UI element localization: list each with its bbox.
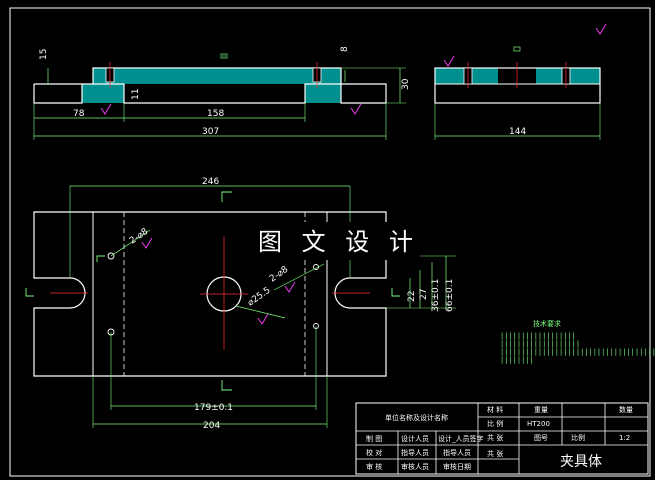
- dim-27: 27: [419, 289, 429, 300]
- plan-pin-hole: [107, 252, 115, 260]
- tb-role-2: 校 对: [366, 448, 382, 457]
- section-mark-top: [221, 191, 232, 202]
- front-left-boss-hatch: [82, 84, 124, 103]
- roughness-symbol: [350, 103, 362, 115]
- roughness-symbol: [100, 103, 112, 115]
- plan-view: 246 179±0.1 204 2-⌀8 2-⌀8 ⌀25.5 22 27 36…: [25, 177, 456, 431]
- roughness-symbol-general: [595, 23, 607, 35]
- notes-line: |||||||||||||||||||: [500, 340, 580, 348]
- dim-246: 246: [202, 177, 219, 187]
- watermark-bg: [240, 222, 420, 260]
- dim-22: 22: [407, 291, 417, 302]
- dim-307: 307: [202, 127, 219, 137]
- tb-role-3: 审 核: [366, 462, 382, 471]
- dim-66: 66±0.1: [445, 279, 455, 312]
- side-outline: [434, 67, 601, 104]
- tb-scale-label-2: 比例: [571, 433, 585, 442]
- tb-material-label: 材 料: [487, 405, 503, 414]
- tb-part-name: 夹具体: [560, 454, 602, 470]
- dim-2-8-a: 2-⌀8: [128, 227, 150, 247]
- drawing-frame: [9, 7, 651, 477]
- dim-204: 204: [203, 421, 220, 431]
- tb-check-name: 审核日期: [443, 462, 471, 471]
- tb-scale-label: 比 例: [487, 419, 503, 428]
- roughness-symbol: [284, 281, 296, 293]
- leader-2-8-a: [110, 229, 151, 257]
- front-top-datum: [220, 53, 228, 59]
- dim-158: 158: [207, 109, 224, 119]
- notes-line: ||||||||||||||||||: [500, 332, 576, 340]
- dim-11: 11: [131, 89, 141, 100]
- dim-8: 8: [340, 46, 350, 52]
- notes-title: 技术要求: [533, 319, 561, 328]
- tb-weight-label: 重量: [534, 406, 548, 414]
- tb-sheet: 共 张: [487, 449, 503, 458]
- dim-15: 15: [39, 49, 49, 60]
- leader-hole: [235, 305, 286, 319]
- leader-2-8-b: [273, 263, 325, 291]
- section-mark-bottom: [221, 380, 232, 391]
- tb-designer-name: 设计_人员签字: [438, 434, 484, 443]
- roughness-symbol: [443, 55, 455, 67]
- watermark: 图 文 设 计: [258, 228, 419, 256]
- dim-2-8-b: 2-⌀8: [268, 265, 290, 285]
- front-right-boss-hatch: [305, 84, 341, 103]
- dim-hole-dia: ⌀25.5: [246, 286, 273, 309]
- tb-check: 审核人员: [401, 462, 429, 471]
- tb-material-value: HT200: [527, 420, 550, 428]
- side-view: 144: [434, 23, 607, 140]
- dim-78: 78: [73, 109, 85, 119]
- dim-144: 144: [509, 127, 526, 137]
- section-mark-left: [25, 288, 34, 297]
- tb-scale-value: 1:2: [619, 434, 630, 442]
- side-top-datum: [513, 46, 521, 52]
- tb-guide-name: 指导人员: [443, 448, 471, 457]
- tb-header: 单位名称及设计名称: [385, 413, 448, 422]
- front-outline: [33, 67, 387, 104]
- plan-outline: [33, 211, 387, 377]
- roughness-symbol: [141, 237, 153, 249]
- front-view: 78 158 307 30 15 11 8: [33, 46, 411, 140]
- tb-sheet-label: 共 张: [487, 433, 503, 442]
- tb-qty-label: 数量: [619, 405, 633, 414]
- notes-line: |||||||||||||||||||||||||||||||||||||: [500, 348, 655, 356]
- front-section-hatch: [93, 68, 341, 84]
- notes-line: ||||||||: [500, 356, 534, 364]
- leader-shelf: [96, 255, 105, 262]
- tb-role-1: 制 图: [366, 434, 382, 443]
- tb-designer: 设计人员: [401, 434, 429, 443]
- dim-179: 179±0.1: [194, 403, 233, 413]
- title-block: 单位名称及设计名称 材 料 重量 数量 比 例 HT200 共 张 图号 比例 …: [355, 402, 649, 475]
- title-block-frame: [355, 402, 649, 475]
- tb-drawing-no-label: 图号: [534, 434, 548, 442]
- tb-guide: 指导人员: [401, 448, 429, 457]
- dim-36: 36±0.1: [431, 279, 441, 312]
- section-mark-right: [391, 288, 400, 297]
- dim-30: 30: [401, 78, 411, 90]
- roughness-symbol: [257, 313, 269, 325]
- technical-notes: 技术要求 |||||||||||||||||| ||||||||||||||||…: [500, 319, 655, 364]
